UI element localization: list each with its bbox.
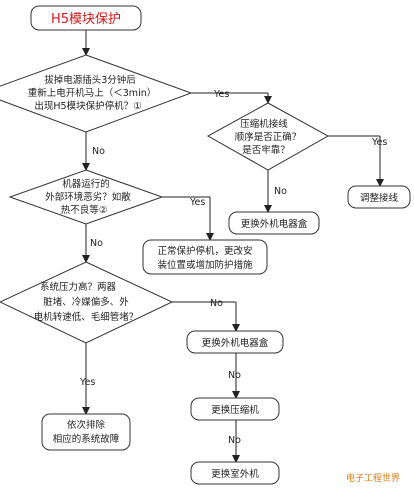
watermark: 电子工程世界: [346, 472, 400, 484]
action-replace-box-2: [186, 330, 284, 354]
action-normal-protection: [142, 239, 268, 275]
fix-faults-line1: 依次排除: [67, 419, 106, 431]
title-text: H5模块保护: [51, 12, 121, 27]
fix-faults-line2: 相应的系统故障: [53, 433, 120, 445]
q2-line2: 顺序是否正确？: [235, 131, 302, 143]
q1-yes-label: Yes: [213, 89, 229, 100]
normal-protection-line2: 装位置或增加防护措施: [157, 259, 253, 271]
q4-line1: 系统压力高？两器: [40, 281, 117, 293]
q4-yes-label: Yes: [79, 377, 95, 388]
q2-no-label: No: [274, 186, 287, 197]
q3-line3: 热不良等②: [61, 204, 108, 216]
replace-box-1-text: 更换外机电器盒: [241, 218, 308, 230]
replace-compressor-text: 更换压缩机: [211, 404, 259, 416]
q3-line1: 机器运行的: [62, 178, 110, 190]
q2-line3: 是否牢靠？: [242, 144, 290, 156]
q3-line2: 外部环境恶劣？如散: [45, 191, 131, 203]
action-replace-compressor: [190, 397, 280, 421]
q3-no-label: No: [90, 238, 103, 249]
q4-no-label: No: [210, 298, 223, 309]
q4-line3: 电机转速低、毛细管堵？: [34, 311, 139, 323]
replace-box-2-text: 更换外机电器盒: [202, 337, 269, 349]
q1-line1: 拔掉电源插头3分钟后: [44, 74, 136, 86]
comp-no-label: No: [228, 435, 241, 446]
q1-no-label: No: [92, 146, 105, 157]
q1-line2: 重新上电开机马上（＜3min）: [28, 87, 156, 99]
q2-yes-label: Yes: [371, 137, 387, 148]
replace-outdoor-unit-text: 更换室外机: [211, 468, 259, 480]
action-replace-outdoor-unit: [190, 461, 280, 485]
normal-protection-line1: 正常保护停机，更改安: [157, 245, 252, 257]
q3-yes-label: Yes: [189, 197, 205, 208]
q1-line3: 出现H5模块保护停机？①: [34, 100, 141, 112]
q4-line2: 脏堵、冷媒偏多、外: [43, 296, 129, 308]
action-adjust-wiring: [347, 185, 411, 209]
adjust-wiring-text: 调整接线: [360, 192, 399, 204]
q2-line1: 压缩机接线: [240, 118, 288, 130]
box2-no-label: No: [228, 370, 241, 381]
action-fix-faults: [41, 413, 131, 451]
action-replace-box-1: [228, 211, 320, 235]
